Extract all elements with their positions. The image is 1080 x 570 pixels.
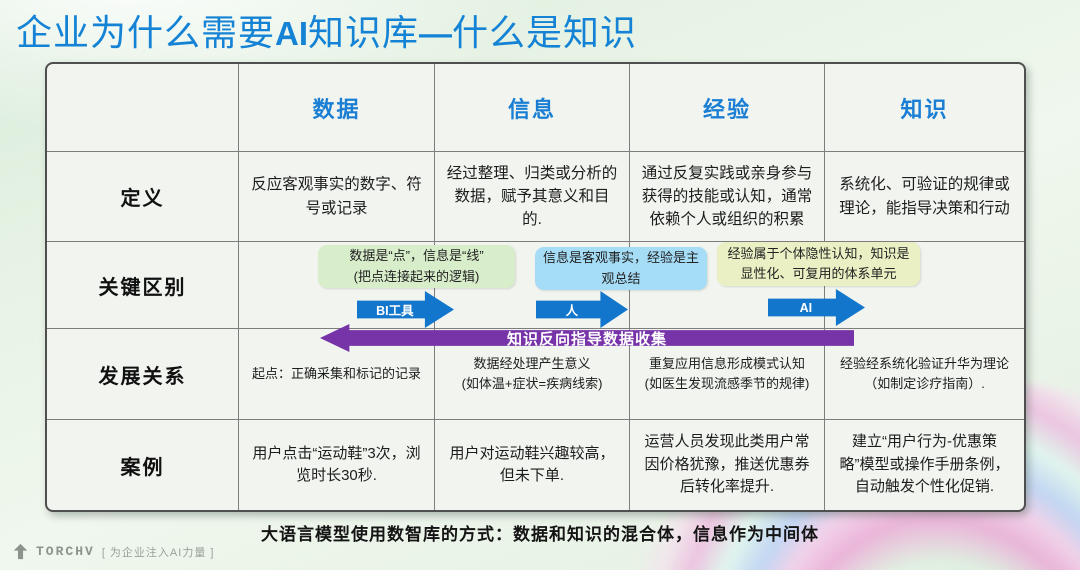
cell-case-information: 用户对运动鞋兴趣较高，但未下单.	[435, 420, 630, 510]
column-header-experience: 经验	[630, 64, 825, 152]
torch-icon	[13, 543, 28, 560]
cell-development-knowledge: 经验经系统化验证升华为理论（如制定诊疗指南）.	[825, 329, 1024, 420]
logo-name: TORCHV	[36, 544, 95, 559]
column-header-data: 数据	[239, 64, 435, 152]
cell-keydiff-knowledge	[825, 242, 1024, 329]
title-segment-ai: AI	[275, 15, 309, 52]
title-segment: 什么是知识	[452, 13, 638, 53]
title-dash: —	[419, 15, 453, 52]
cell-definition-experience: 通过反复实践或亲身参与获得的技能或认知，通常依赖个人或组织的积累	[630, 152, 825, 242]
arrow-human-label: 人	[565, 304, 579, 318]
cell-case-experience: 运营人员发现此类用户常因价格犹豫，推送优惠券后转化率提升.	[630, 420, 825, 510]
row-header-definition: 定义	[47, 152, 239, 242]
note-data-vs-information: 数据是“点”，信息是“线” (把点连接起来的逻辑)	[318, 245, 515, 288]
logo-tagline: [ 为企业注入AI力量 ]	[101, 546, 215, 559]
row-header-case: 案例	[47, 420, 239, 510]
row-header-key-difference: 关键区别	[47, 242, 239, 329]
cell-case-data: 用户点击“运动鞋”3次，浏览时长30秒.	[239, 420, 435, 510]
arrow-bi-tools-label: BI工具	[376, 304, 414, 318]
arrow-ai-label: AI	[799, 300, 813, 315]
cell-development-data: 起点：正确采集和标记的记录	[239, 329, 435, 420]
column-header-information: 信息	[435, 64, 630, 152]
row-header-development: 发展关系	[47, 329, 239, 420]
cell-case-knowledge: 建立“用户行为-优惠策略”模型或操作手册条例，自动触发个性化促销.	[839, 433, 1010, 496]
corner-cell	[47, 64, 239, 152]
cell-development-information: 数据经处理产生意义 (如体温+症状=疾病线索)	[435, 329, 630, 420]
torchv-logo: TORCHV [ 为企业注入AI力量 ]	[12, 543, 214, 560]
note-experience-vs-knowledge: 经验属于个体隐性认知，知识是显性化、可复用的体系单元	[717, 242, 920, 286]
cell-definition-knowledge: 系统化、可验证的规律或理论，能指导决策和行动	[825, 152, 1024, 242]
reverse-guidance-label: 知识反向指导数据收集	[506, 330, 667, 348]
cell-development-experience: 重复应用信息形成模式认知 (如医生发现流感季节的规律)	[630, 329, 825, 420]
footer-summary: 大语言模型使用数智库的方式：数据和知识的混合体，信息作为中间体	[261, 525, 819, 544]
page-title: 企业为什么需要AI知识库—什么是知识	[16, 4, 637, 56]
cell-definition-data: 反应客观事实的数字、符号或记录	[239, 152, 435, 242]
column-header-knowledge: 知识	[825, 64, 1024, 152]
cell-definition-information: 经过整理、归类或分析的数据，赋予其意义和目的.	[435, 152, 630, 242]
title-segment: 知识库	[308, 13, 420, 53]
title-segment: 企业为什么需要	[16, 13, 276, 53]
knowledge-comparison-table: 数据 信息 经验 知识 定义 反应客观事实的数字、符号或记录 经过整理、归类或分…	[45, 62, 1026, 512]
note-information-vs-experience: 信息是客观事实，经验是主观总结	[535, 247, 707, 290]
